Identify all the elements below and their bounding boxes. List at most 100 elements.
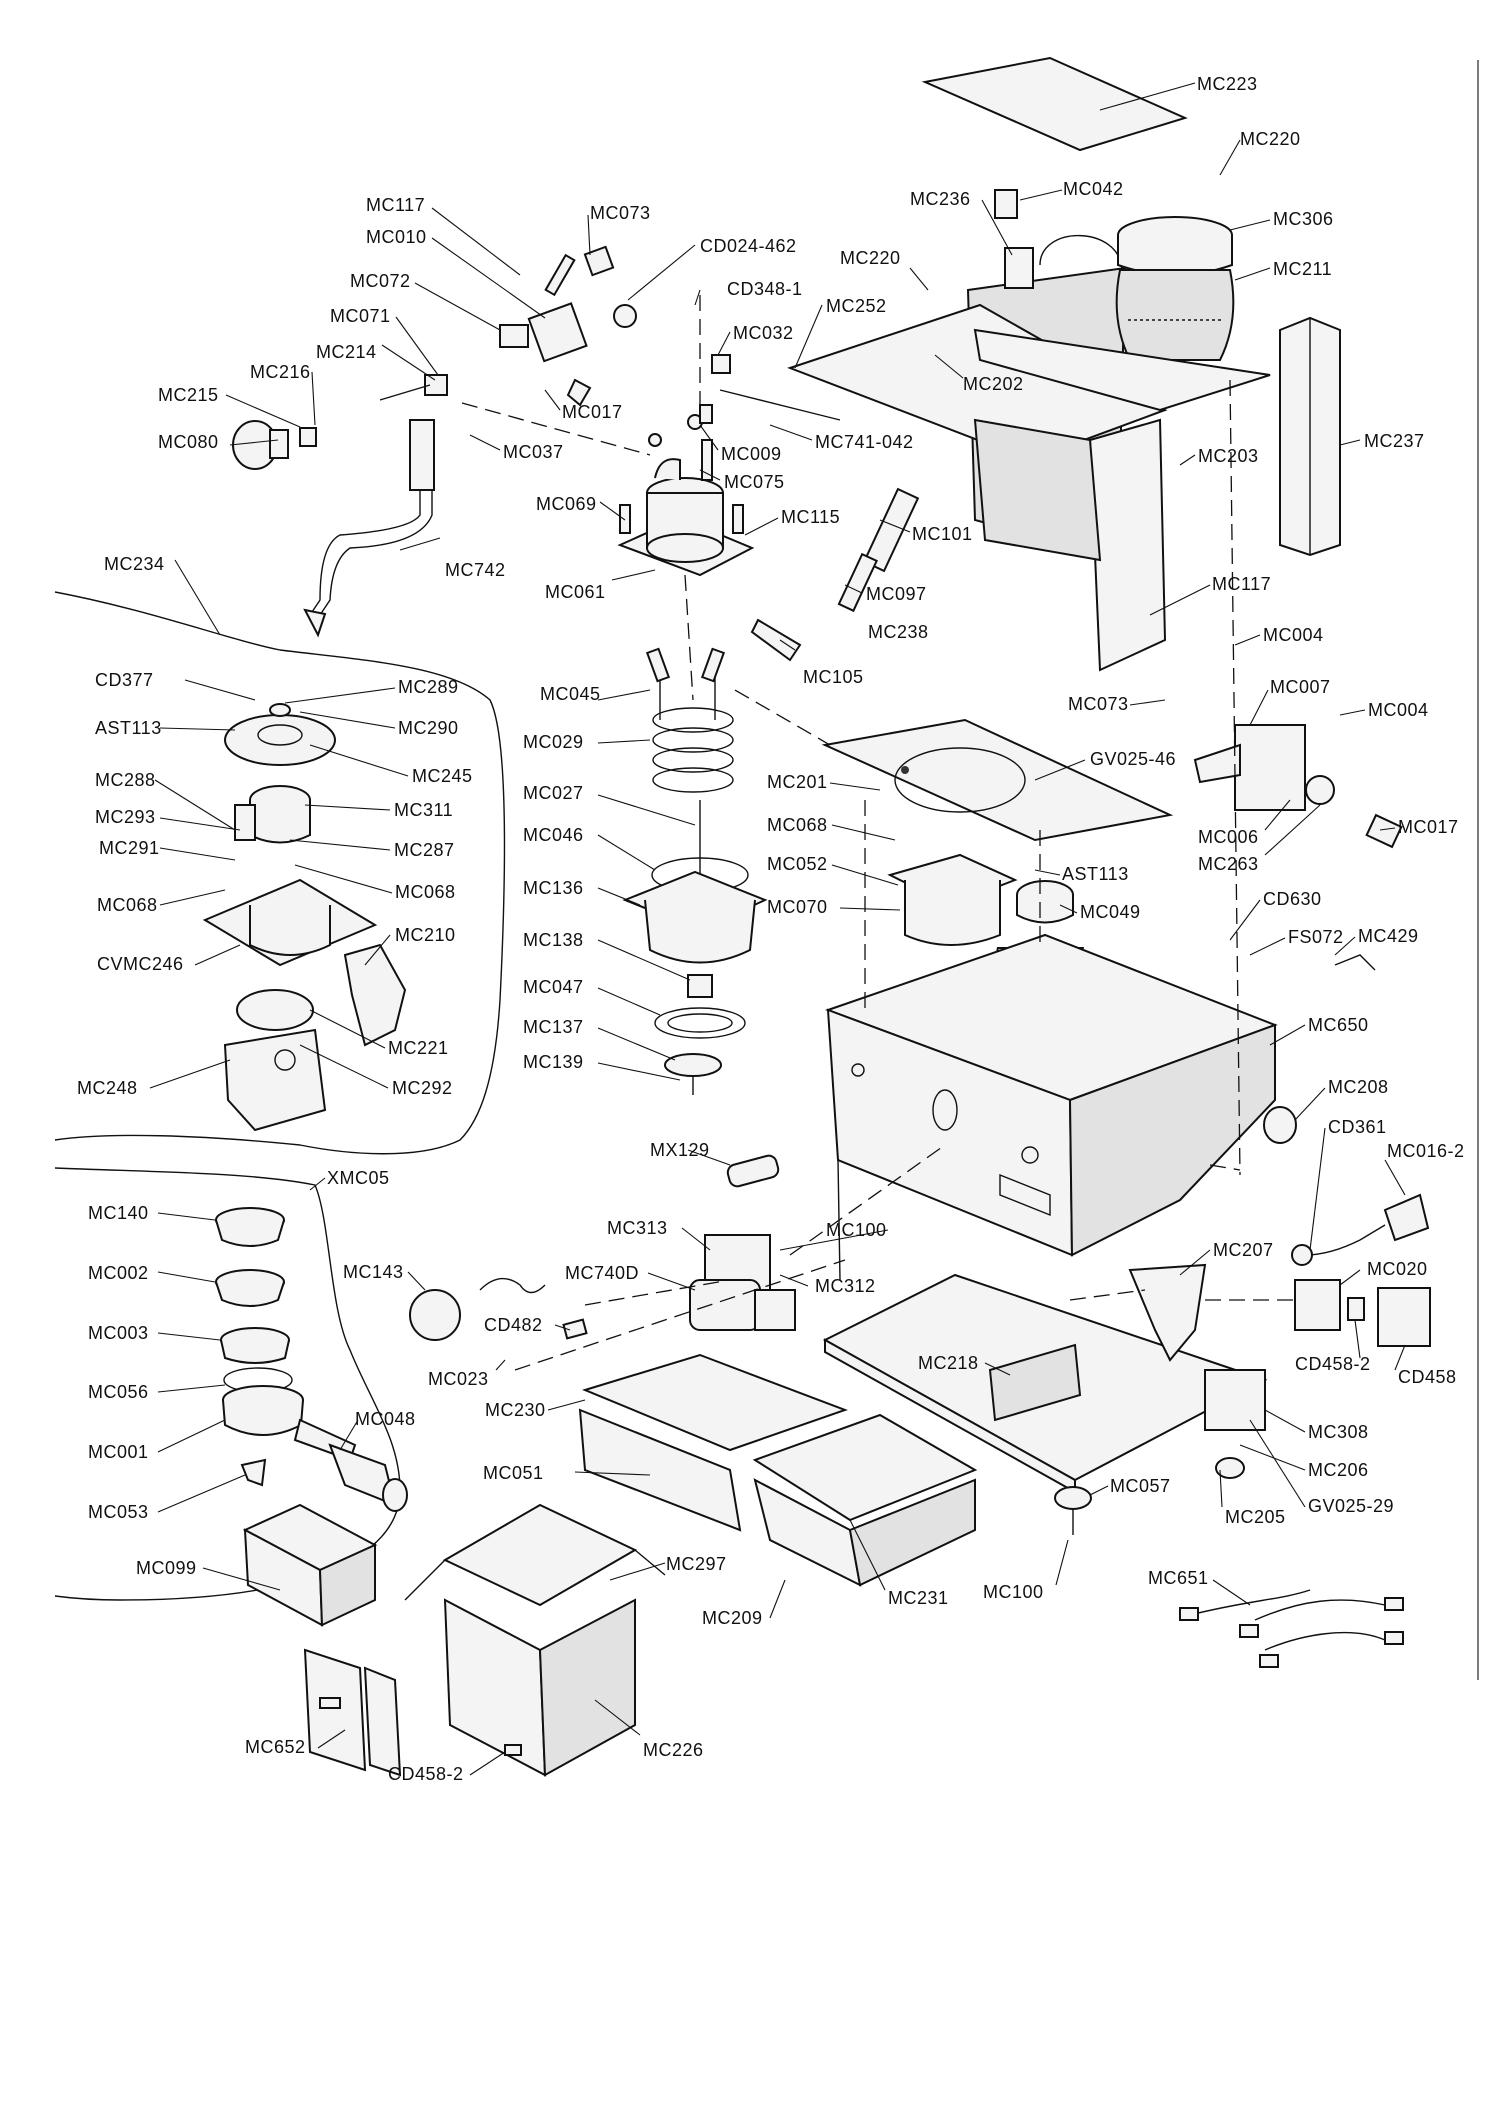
part-label: MC075: [724, 472, 785, 492]
part-label: MX129: [650, 1140, 710, 1160]
part-label: MC288: [95, 770, 156, 790]
lid-panel: [921, 56, 1188, 152]
part-label: MC023: [428, 1369, 489, 1389]
part-label: CD458-2: [1295, 1354, 1371, 1374]
part-label: MC245: [412, 766, 473, 786]
part-label: MC072: [350, 271, 411, 291]
part-label: CD361: [1328, 1117, 1387, 1137]
switch-assembly: [1204, 1369, 1266, 1431]
part-label: MC234: [104, 554, 165, 574]
part-label: MC068: [767, 815, 828, 835]
grinder-group-boundary: [54, 591, 506, 1155]
part-label: MC306: [1273, 209, 1334, 229]
part-label: MC053: [88, 1502, 149, 1522]
tank-handle: [1039, 234, 1123, 271]
part-label: MC308: [1308, 1422, 1369, 1442]
part-label: AST113: [1062, 864, 1129, 884]
part-label: MC291: [99, 838, 160, 858]
part-label: MC218: [918, 1353, 979, 1373]
part-label: MC068: [97, 895, 158, 915]
part-label: MC100: [826, 1220, 887, 1240]
part-label: MC006: [1198, 827, 1259, 847]
part-label: MC207: [1213, 1240, 1274, 1260]
part-label: MC002: [88, 1263, 149, 1283]
pump-mount: [887, 853, 1018, 946]
part-label: FS072: [1288, 927, 1344, 947]
part-label: MC292: [392, 1078, 453, 1098]
thermostat: [711, 354, 731, 374]
part-label: MC216: [250, 362, 311, 382]
part-label: MC220: [840, 248, 901, 268]
part-label: MC029: [523, 732, 584, 752]
part-label: MC223: [1197, 74, 1258, 94]
part-label: MC101: [912, 524, 973, 544]
steam-valve: [379, 245, 637, 407]
steam-wand: [303, 419, 435, 638]
part-label: MC652: [245, 1737, 306, 1757]
drawings: [54, 56, 1431, 1777]
part-label: MC046: [523, 825, 584, 845]
part-label: MC099: [136, 1558, 197, 1578]
part-label: MC214: [316, 342, 377, 362]
steam-knob: [232, 420, 317, 470]
part-label: MC117: [366, 195, 425, 215]
assembly-lines: [461, 295, 1295, 1371]
boiler-head: [617, 439, 755, 577]
drip-tray: [578, 1353, 978, 1587]
part-label: MC238: [868, 622, 929, 642]
part-label: MC007: [1270, 677, 1331, 697]
part-label: MC293: [95, 807, 156, 827]
part-label: MC037: [503, 442, 564, 462]
part-label: MC290: [398, 718, 459, 738]
part-label: MC741-042: [815, 432, 914, 452]
part-label: MC020: [1367, 1259, 1428, 1279]
part-label: MC650: [1308, 1015, 1369, 1035]
part-label: MC206: [1308, 1460, 1369, 1480]
part-label: MC230: [485, 1400, 546, 1420]
part-labels: MC223 MC220 MC042 MC236 MC306 MC211 MC22…: [77, 74, 1465, 1784]
part-label: MC115: [781, 507, 840, 527]
part-label: MC201: [767, 772, 828, 792]
cup-tray: [787, 303, 1168, 462]
tank-cap: [1004, 247, 1034, 289]
part-label: MC047: [523, 977, 584, 997]
part-label: MC215: [158, 385, 219, 405]
part-label: MC136: [523, 878, 584, 898]
part-label: MC017: [562, 402, 623, 422]
part-label: MC202: [963, 374, 1024, 394]
power-switch: [1294, 1279, 1341, 1331]
grinder-assembly: [202, 703, 407, 1132]
machine-housing: [825, 933, 1297, 1281]
part-label: MC138: [523, 930, 584, 950]
base-tray: [822, 1273, 1268, 1494]
part-label: MC210: [395, 925, 456, 945]
pressure-gauge: [409, 1289, 461, 1341]
part-label: MC208: [1328, 1077, 1389, 1097]
part-label: MC651: [1148, 1568, 1209, 1588]
part-label: MC016-2: [1387, 1141, 1465, 1161]
power-cord: [1304, 1224, 1386, 1256]
part-label: MC032: [733, 323, 794, 343]
part-label: MC073: [590, 203, 651, 223]
part-label: MC105: [803, 667, 864, 687]
part-label: MC003: [88, 1323, 149, 1343]
part-label: MC004: [1368, 700, 1429, 720]
base-plate: [821, 718, 1174, 842]
part-label: CD458: [1398, 1367, 1457, 1387]
packaging-box: [404, 1503, 666, 1777]
part-label: MC221: [388, 1038, 449, 1058]
part-label: MC056: [88, 1382, 149, 1402]
part-label: MC211: [1273, 259, 1332, 279]
part-label: MC010: [366, 227, 427, 247]
part-label: MC740D: [565, 1263, 639, 1283]
part-label: MC203: [1198, 446, 1259, 466]
tap-part: [750, 618, 802, 662]
part-label: MC143: [343, 1262, 404, 1282]
part-label: MC100: [983, 1582, 1044, 1602]
part-label: MC061: [545, 582, 606, 602]
part-label: MC313: [607, 1218, 668, 1238]
part-label: CVMC246: [97, 954, 184, 974]
part-label: CD630: [1263, 889, 1322, 909]
part-label: MC205: [1225, 1507, 1286, 1527]
part-label: MC009: [721, 444, 782, 464]
